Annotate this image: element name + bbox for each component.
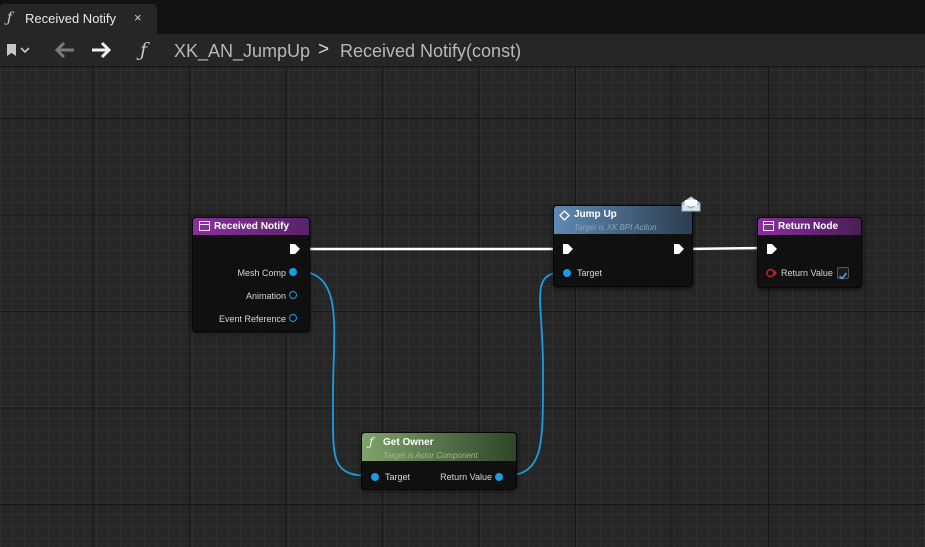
exec-out-pin[interactable]: [289, 243, 301, 255]
graph-canvas[interactable]: Received Notify Mesh Comp Animation Even…: [0, 67, 925, 547]
pin-target[interactable]: [563, 269, 571, 277]
node-title: Received Notify: [214, 221, 290, 232]
function-icon: ƒ: [7, 10, 13, 26]
function-icon: ƒ: [140, 39, 148, 61]
exec-in-pin[interactable]: [562, 243, 574, 255]
pin-event-reference[interactable]: [289, 314, 297, 322]
pin-return-value[interactable]: [495, 473, 503, 481]
arrow-left-icon[interactable]: [50, 34, 78, 66]
close-icon[interactable]: ×: [134, 10, 142, 25]
pin-label-mesh-comp: Mesh Comp: [237, 268, 286, 278]
pin-label-animation: Animation: [245, 291, 286, 301]
exec-wire-jump-to-return: [682, 246, 767, 251]
node-subtitle: Target is XK BPI Action: [574, 223, 657, 232]
return-node-icon: [763, 221, 774, 231]
node-subtitle: Target is Actor Component: [383, 451, 478, 460]
graph-toolbar: ƒ XK_AN_JumpUp > Received Notify(const): [0, 34, 925, 67]
pin-mesh-comp[interactable]: [289, 268, 297, 276]
node-title: Return Node: [778, 221, 838, 232]
exec-out-pin[interactable]: [673, 243, 685, 255]
breadcrumb-blueprint[interactable]: XK_AN_JumpUp: [174, 41, 311, 61]
pin-target[interactable]: [371, 473, 379, 481]
return-value-checkbox[interactable]: [837, 267, 849, 280]
data-wire-meshcomp-to-getowner: [295, 270, 374, 477]
interface-message-icon: [559, 210, 570, 221]
node-received-notify[interactable]: Received Notify Mesh Comp Animation Even…: [192, 217, 310, 332]
node-get-owner[interactable]: ƒ Get Owner Target is Actor Component Ta…: [361, 432, 517, 490]
node-header: [193, 218, 309, 235]
message-envelope-icon: [681, 196, 701, 212]
pin-animation[interactable]: [289, 291, 297, 299]
exec-in-pin[interactable]: [766, 243, 778, 255]
wires-layer: [295, 246, 767, 477]
tab-bar: ƒ Received Notify ×: [0, 0, 925, 35]
node-jump-up[interactable]: Jump Up Target is XK BPI Action Target: [553, 205, 693, 287]
bookmark-icon[interactable]: [6, 34, 34, 66]
node-header: [758, 218, 861, 235]
node-return[interactable]: Return Node Return Value: [757, 217, 862, 288]
pin-label-return-value: Return Value: [781, 268, 833, 278]
tab-title: Received Notify: [25, 11, 117, 26]
bool-pin-icon[interactable]: [766, 268, 778, 278]
pin-label-event-reference: Event Reference: [218, 314, 286, 324]
node-title: Get Owner: [383, 437, 434, 448]
node-header: [362, 433, 516, 461]
node-title: Jump Up: [574, 209, 617, 220]
node-header: [554, 206, 692, 234]
function-icon: ƒ: [369, 435, 374, 449]
breadcrumb-function: Received Notify(const): [340, 41, 522, 61]
pin-label-return-value: Return Value: [440, 472, 492, 482]
breadcrumb-separator: >: [318, 39, 330, 60]
event-icon: [199, 221, 210, 231]
data-wire-getowner-to-jumpup: [501, 271, 567, 477]
pin-label-target: Target: [385, 472, 411, 482]
tab-received-notify[interactable]: ƒ Received Notify ×: [0, 4, 157, 34]
checkmark-icon: [838, 272, 848, 280]
arrow-right-icon[interactable]: [89, 34, 117, 66]
pin-label-target: Target: [577, 268, 603, 278]
